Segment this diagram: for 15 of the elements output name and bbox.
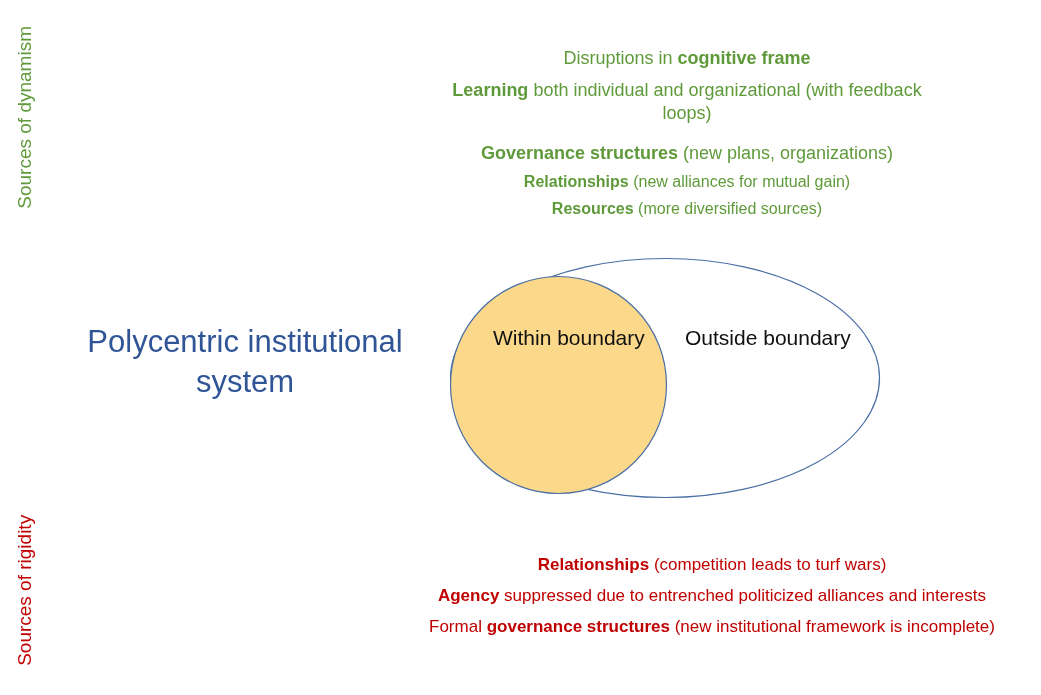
dynamism-item: Relationships (new alliances for mutual gain) bbox=[522, 172, 852, 192]
rigidity-item: Relationships (competition leads to turf wars) bbox=[536, 554, 888, 576]
boundary-ellipse bbox=[450, 258, 880, 498]
dynamism-item: Learning both individual and organizational (with feedback loops) bbox=[451, 79, 923, 126]
rigidity-item: Agency suppressed due to entrenched politicized alliances and interests bbox=[436, 585, 988, 607]
boundary-label: Within boundary bbox=[493, 326, 645, 350]
axis-label: Sources of dynamism bbox=[12, 25, 36, 211]
within-boundary-circle bbox=[450, 276, 667, 494]
dynamism-item: Disruptions in cognitive frame bbox=[562, 47, 812, 70]
boundary-label: Outside boundary bbox=[685, 326, 851, 350]
dynamism-item: Resources (more diversified sources) bbox=[550, 199, 824, 219]
rigidity-item: Formal governance structures (new institutional framework is incomplete) bbox=[428, 616, 996, 638]
dynamism-item: Governance structures (new plans, organizations) bbox=[479, 142, 895, 165]
axis-label: Sources of rigidity bbox=[12, 513, 36, 668]
system-title: Polycentric institutional system bbox=[86, 323, 404, 402]
